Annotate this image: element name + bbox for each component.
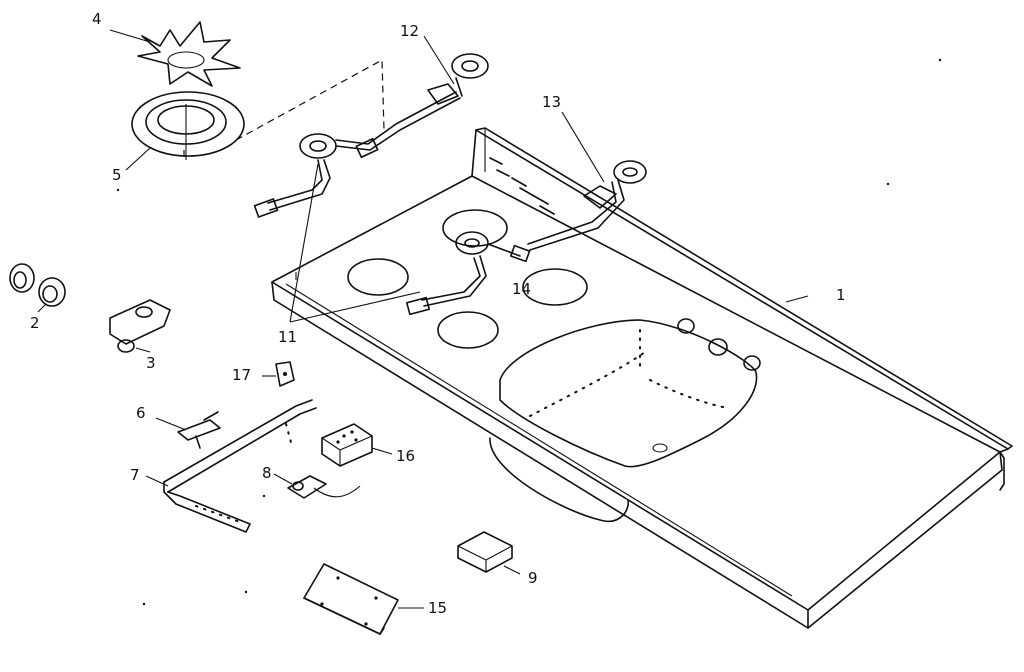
callout-11: 11 [278,328,297,346]
callout-8: 8 [262,464,272,482]
callout-7: 7 [130,466,140,484]
callout-6: 6 [136,404,146,422]
callout-15: 15 [428,599,447,617]
igniter-part [177,411,221,449]
module-part-9 [457,531,513,573]
callout-2: 2 [30,314,40,332]
callout-9: 9 [528,569,538,587]
callout-4: 4 [92,10,102,28]
print-specks [116,58,942,606]
burner-bowl-part [131,59,385,160]
callout-1: 1 [836,286,846,304]
callout-17: 17 [232,366,251,384]
callout-12: 12 [400,22,419,40]
angle-bracket-part [303,563,399,635]
sensor-part [287,475,361,499]
callout-14: 14 [512,280,531,298]
burner-grate-part [137,21,241,87]
callout-13: 13 [542,93,561,111]
valve-part [109,299,171,353]
control-knobs-part [9,263,66,307]
bracket-part-17 [275,361,295,387]
range-top-part [271,127,1013,629]
leader-lines [37,29,809,609]
callout-3: 3 [146,354,156,372]
callout-5: 5 [112,166,122,184]
junction-box-part [321,423,373,467]
callout-labels: 1 2 3 4 5 6 7 8 9 11 12 13 14 15 16 17 [30,10,846,617]
manifold-tube-part [163,399,317,533]
callout-16: 16 [396,447,415,465]
burner-assemblies [253,53,647,316]
